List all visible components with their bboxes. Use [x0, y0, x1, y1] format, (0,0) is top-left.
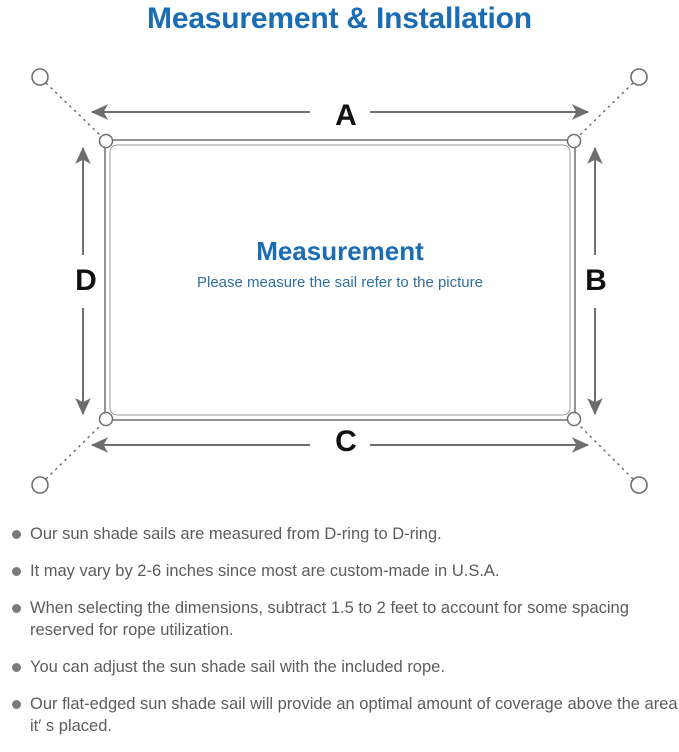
dimension-label-c: C	[322, 425, 370, 459]
bullet-icon	[12, 530, 21, 539]
rope-top-left	[45, 82, 101, 136]
rope-bottom-right	[579, 425, 634, 480]
note-text: When selecting the dimensions, subtract …	[30, 599, 629, 639]
anchor-bottom-left-icon	[31, 476, 49, 494]
note-text: Our sun shade sails are measured from D-…	[30, 525, 442, 543]
dimension-label-b: B	[578, 260, 614, 302]
list-item: You can adjust the sun shade sail with t…	[0, 656, 679, 678]
sail-outline-inner	[109, 144, 571, 416]
bullet-icon	[12, 663, 21, 672]
bullet-icon	[12, 604, 21, 613]
notes-list: Our sun shade sails are measured from D-…	[0, 523, 679, 752]
note-text: Our flat-edged sun shade sail will provi…	[30, 695, 678, 735]
anchor-bottom-right-icon	[630, 476, 648, 494]
dimension-label-a: A	[322, 99, 370, 133]
note-text: It may vary by 2-6 inches since most are…	[30, 562, 500, 580]
page-title: Measurement & Installation	[147, 2, 532, 35]
list-item: When selecting the dimensions, subtract …	[0, 597, 679, 641]
note-text: You can adjust the sun shade sail with t…	[30, 658, 445, 676]
anchor-top-right-icon	[630, 68, 648, 86]
d-ring-top-left-icon	[98, 133, 114, 149]
rope-bottom-left	[45, 425, 101, 480]
sail-body	[104, 139, 576, 421]
list-item: Our sun shade sails are measured from D-…	[0, 523, 679, 545]
bullet-icon	[12, 567, 21, 576]
d-ring-bottom-right-icon	[566, 411, 582, 427]
diagram-svg	[31, 68, 648, 494]
list-item: Our flat-edged sun shade sail will provi…	[0, 693, 679, 737]
d-ring-top-right-icon	[566, 133, 582, 149]
anchor-top-left-icon	[31, 68, 49, 86]
dimension-label-d: D	[68, 260, 104, 302]
d-ring-bottom-left-icon	[98, 411, 114, 427]
anchor-points	[31, 68, 648, 494]
shade-sail-measurement-diagram: A B C D Measurement Please measure the s…	[0, 50, 679, 515]
rope-top-right	[579, 82, 634, 136]
list-item: It may vary by 2-6 inches since most are…	[0, 560, 679, 582]
sail-outline-outer	[104, 139, 576, 421]
d-rings	[98, 133, 582, 427]
bullet-icon	[12, 700, 21, 709]
